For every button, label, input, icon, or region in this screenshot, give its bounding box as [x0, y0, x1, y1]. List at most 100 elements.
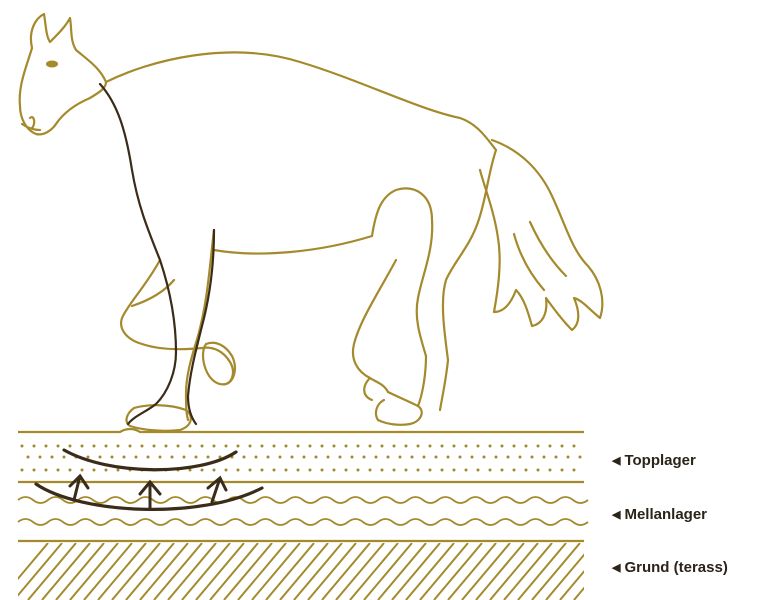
- rebound-arrow-center: [140, 482, 160, 508]
- top-layer-dot: [339, 456, 342, 459]
- top-layer-dot: [303, 456, 306, 459]
- top-layer-dot: [537, 469, 540, 472]
- base-layer-hatch-line: [42, 543, 90, 600]
- top-layer-dot: [105, 445, 108, 448]
- top-layer-dot: [105, 469, 108, 472]
- layer-label-middle-text: Mellanlager: [624, 506, 707, 523]
- top-layer-dot: [159, 456, 162, 459]
- top-layer-dot: [441, 469, 444, 472]
- horse-belly-outline: [214, 236, 372, 254]
- top-layer-dot: [87, 456, 90, 459]
- top-layer-dot: [27, 456, 30, 459]
- top-layer-dot: [273, 445, 276, 448]
- horse-near-hind-leg: [418, 356, 448, 410]
- base-layer-hatch-line: [126, 543, 174, 600]
- horse-tail-inner: [514, 222, 566, 290]
- top-layer-dot: [435, 456, 438, 459]
- horse-mouth: [22, 124, 40, 130]
- top-layer-dot: [561, 469, 564, 472]
- top-layer-dot: [441, 445, 444, 448]
- top-layer-dot: [477, 469, 480, 472]
- top-layer-dot: [297, 469, 300, 472]
- top-layer-dot: [39, 456, 42, 459]
- base-layer-hatch-line: [336, 543, 384, 600]
- top-layer-dot: [381, 445, 384, 448]
- horse-near-front-leg-back: [186, 230, 214, 420]
- top-layer-dot: [213, 445, 216, 448]
- top-layer-dot: [501, 469, 504, 472]
- base-layer-hatch-line: [392, 543, 440, 600]
- top-layer-dot: [117, 445, 120, 448]
- base-layer-hatch-line: [280, 543, 328, 600]
- top-layer-dot: [429, 445, 432, 448]
- layer-label-middle: ◀ Mellanlager: [612, 506, 707, 523]
- middle-layer-wave: [18, 519, 588, 525]
- top-layer-dot: [171, 456, 174, 459]
- top-layer-dot: [507, 456, 510, 459]
- base-layer-hatch-line: [140, 543, 188, 600]
- top-layer-dot: [207, 456, 210, 459]
- top-layer-dot: [405, 445, 408, 448]
- top-layer-dot: [315, 456, 318, 459]
- top-layer-dot: [81, 469, 84, 472]
- base-layer-hatching: [0, 543, 706, 600]
- top-layer-dot: [33, 445, 36, 448]
- top-layer-dot: [447, 456, 450, 459]
- top-layer-dot: [363, 456, 366, 459]
- horse-front-leg-contour: [100, 84, 214, 424]
- top-layer-dot: [579, 456, 582, 459]
- top-layer-dot: [279, 456, 282, 459]
- top-layer-dot: [399, 456, 402, 459]
- triangle-left-icon: ◀: [612, 454, 620, 467]
- top-layer-dot: [285, 469, 288, 472]
- top-layer-dot: [261, 469, 264, 472]
- top-layer-dot: [489, 445, 492, 448]
- top-layer-dot: [369, 469, 372, 472]
- top-layer-dots: [21, 445, 582, 472]
- top-layer-dot: [285, 445, 288, 448]
- top-layer-dot: [453, 445, 456, 448]
- top-layer-dot: [141, 445, 144, 448]
- top-layer-dot: [333, 469, 336, 472]
- top-layer-dot: [267, 456, 270, 459]
- top-layer-dot: [321, 445, 324, 448]
- base-layer-hatch-line: [546, 543, 594, 600]
- top-layer-dot: [33, 469, 36, 472]
- top-layer-dot: [393, 445, 396, 448]
- base-layer-hatch-line: [196, 543, 244, 600]
- top-layer-dot: [99, 456, 102, 459]
- top-layer-dot: [375, 456, 378, 459]
- horse-hindquarter-outline: [372, 188, 432, 356]
- top-layer-dot: [129, 445, 132, 448]
- top-layer-dot: [111, 456, 114, 459]
- top-layer-dot: [45, 445, 48, 448]
- top-layer-dot: [249, 469, 252, 472]
- layer-label-top-text: Topplager: [624, 452, 695, 469]
- top-layer-dot: [477, 445, 480, 448]
- top-layer-dot: [177, 445, 180, 448]
- top-layer-dot: [465, 469, 468, 472]
- top-layer-dot: [357, 469, 360, 472]
- top-layer-dot: [483, 456, 486, 459]
- base-layer-hatch-line: [420, 543, 468, 600]
- top-layer-dot: [93, 469, 96, 472]
- top-layer-dot: [93, 445, 96, 448]
- base-layer-hatch-line: [154, 543, 202, 600]
- top-layer-dot: [345, 445, 348, 448]
- top-layer-dot: [543, 456, 546, 459]
- top-layer-dot: [225, 469, 228, 472]
- horse-hind-hoof-near: [376, 392, 422, 425]
- base-layer-hatch-line: [182, 543, 230, 600]
- top-layer-dot: [57, 445, 60, 448]
- layer-label-base: ◀ Grund (terass): [612, 559, 728, 576]
- base-layer-hatch-line: [378, 543, 426, 600]
- top-layer-dot: [57, 469, 60, 472]
- top-layer-dot: [573, 469, 576, 472]
- horse-face-outline: [20, 48, 106, 134]
- top-layer-dot: [393, 469, 396, 472]
- top-layer-dot: [21, 445, 24, 448]
- horse-nostril: [30, 117, 34, 128]
- top-layer-dot: [195, 456, 198, 459]
- top-layer-dot: [69, 445, 72, 448]
- base-layer-hatch-line: [504, 543, 552, 600]
